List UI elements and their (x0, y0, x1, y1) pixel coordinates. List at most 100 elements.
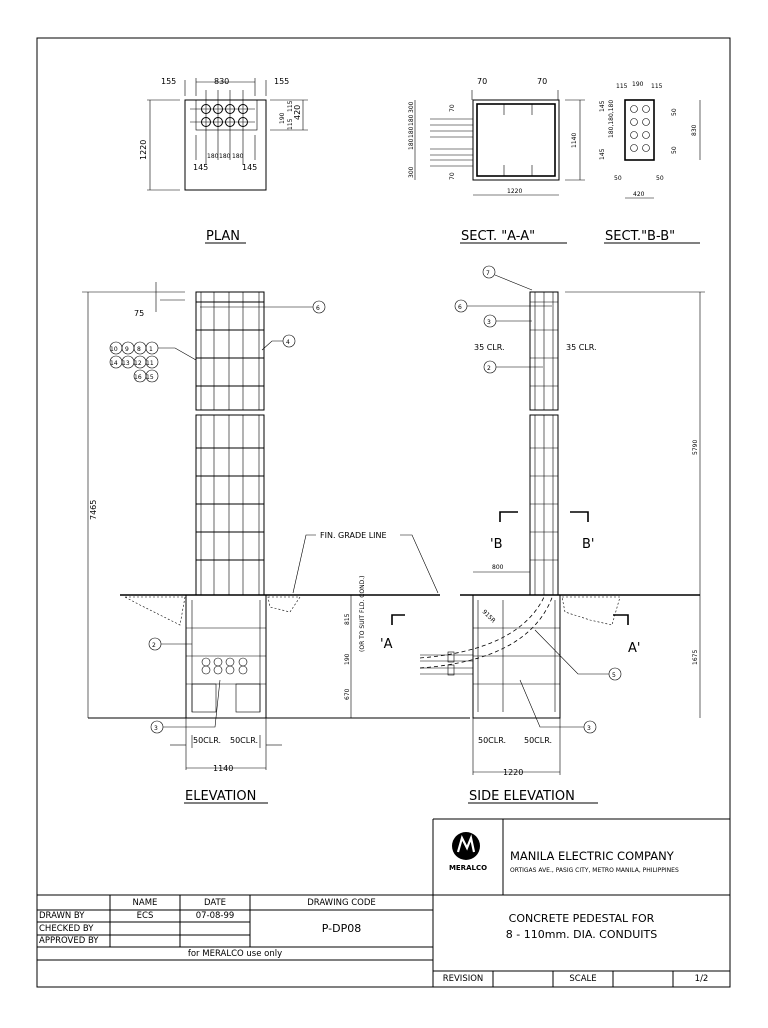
bar-marks: 10 9 8 1 14 13 12 11 16 15 (109, 341, 197, 383)
company-name: MANILA ELECTRIC COMPANY (510, 849, 674, 863)
dim-elev-total: 7465 (89, 500, 98, 520)
section-a-right-marker: A' (628, 641, 640, 656)
footer-note: for MERALCO use only (187, 948, 283, 959)
section-b-left-marker: 'B (490, 537, 503, 552)
title-block-grid (37, 818, 730, 987)
dim-plan-height: 420 (293, 105, 302, 120)
drawing-code: P-DP08 (321, 922, 362, 935)
dim-elev-top: 75 (134, 309, 144, 318)
section-b-right-marker: B' (582, 537, 595, 552)
dim-side-width: 1220 (503, 768, 523, 777)
dim-bb-height: 830 (691, 124, 698, 136)
dim-plan-sp1: 180 (207, 153, 219, 160)
dim-aa-cover-l: 70 (477, 77, 487, 86)
drawing-title-line2: 8 - 110mm. DIA. CONDUITS (505, 927, 658, 941)
section-aa-view: 70 70 300 180 180 180 300 70 70 1140 122… (408, 77, 585, 244)
callout-4: 4 (286, 339, 290, 346)
dim-side-depth-upper: 815 (344, 613, 351, 625)
dim-side-clr-br: 50CLR. (524, 736, 552, 745)
callout-2: 2 (152, 642, 156, 649)
dim-bb-left: 115 (616, 83, 628, 90)
side-elevation-view: 'B B' 'A A' 800 915R 815 (OR TO SUIT FLD… (344, 265, 705, 804)
callout-3b: 3 (587, 725, 591, 732)
sheet-border (36, 37, 731, 988)
dim-plan-mid: 190 (279, 112, 286, 124)
checked-by-name (110, 922, 180, 935)
dim-side-below: 1675 (692, 650, 699, 665)
plan-view: 155 830 155 1220 420 190 115 115 180 180… (139, 77, 308, 244)
dim-bb-spacings: 180,180,180 (608, 100, 615, 138)
dim-plan-depth: 1220 (139, 140, 148, 160)
dim-elev-clr-l: 50CLR. (193, 736, 221, 745)
dim-side-note: (OR TO SUIT FLD. COND.) (359, 576, 366, 652)
dim-plan-bot: 115 (287, 118, 294, 130)
callout-3: 3 (154, 725, 158, 732)
dim-aa-cov-top: 70 (449, 104, 456, 112)
sheet-number: 1/2 (694, 974, 709, 984)
dim-bb-width: 420 (633, 191, 645, 198)
dim-aa-sp3: 180 (408, 114, 415, 126)
dim-aa-bottom: 300 (408, 166, 415, 178)
dim-aa-cover-r: 70 (537, 77, 547, 86)
dim-bb-right: 115 (651, 83, 663, 90)
dim-side-gap: 190 (344, 653, 351, 665)
dim-bb-side-l: 50 (614, 175, 622, 182)
dim-side-bend: 915R (481, 608, 497, 624)
elevation-view: 7465 75 10 9 8 1 14 13 12 11 16 15 6 4 (82, 282, 470, 804)
grade-line-label: FIN. GRADE LINE (320, 531, 387, 540)
bar-mark: 8 (137, 346, 141, 353)
elevation-title: ELEVATION (185, 789, 256, 804)
dim-plan-width: 830 (214, 77, 229, 86)
dim-side-above: 5790 (692, 440, 699, 455)
sect-aa-title: SECT. "A-A" (461, 229, 535, 244)
scale-label: SCALE (569, 974, 597, 984)
dim-bb-cov-bot: 50 (671, 146, 678, 154)
bar-mark: 9 (125, 346, 129, 353)
dim-aa-top: 300 (408, 101, 415, 113)
dim-aa-width: 1220 (507, 188, 522, 195)
dim-aa-sp2: 180 (408, 126, 415, 138)
drawing-title-line1: CONCRETE PEDESTAL FOR (508, 911, 655, 925)
callout-6: 6 (316, 305, 320, 312)
dim-aa-cov-bot: 70 (449, 172, 456, 180)
side-elevation-title: SIDE ELEVATION (469, 789, 575, 804)
dim-side-offset: 800 (492, 564, 504, 571)
dim-aa-sp1: 180 (408, 138, 415, 150)
dim-plan-sp2: 180 (219, 153, 231, 160)
section-a-left-marker: 'A (380, 637, 393, 652)
dim-plan-edge-l: 145 (193, 163, 208, 172)
bar-mark: 12 (134, 360, 142, 367)
dim-side-clr-r: 35 CLR. (566, 343, 597, 352)
bar-mark: 1 (149, 346, 153, 353)
approved-by-label: APPROVED BY (39, 936, 99, 946)
drawn-by-label: DRAWN BY (39, 911, 85, 921)
dim-elev-width: 1140 (213, 764, 233, 773)
plan-title: PLAN (206, 229, 240, 244)
callout-6: 6 (458, 304, 462, 311)
drawn-by-date: 07-08-99 (195, 911, 235, 921)
bar-mark: 10 (110, 346, 118, 353)
callout-3: 3 (487, 319, 491, 326)
checked-by-label: CHECKED BY (39, 923, 94, 934)
header-name: NAME (132, 898, 158, 908)
meralco-logo-icon (452, 832, 480, 860)
dim-side-depth-lower: 670 (344, 688, 351, 700)
dim-plan-edge-r: 145 (242, 163, 257, 172)
section-bb-view: 115 190 115 145 180,180,180 145 50 50 83… (599, 81, 701, 244)
sect-bb-title: SECT."B-B" (605, 229, 675, 244)
checked-by-date (180, 922, 250, 935)
dim-elev-clr-r: 50CLR. (230, 736, 258, 745)
bar-mark: 14 (110, 360, 118, 367)
revision-label: REVISION (442, 974, 484, 984)
scale-value (613, 972, 673, 986)
callout-7: 7 (486, 270, 490, 277)
company-address: ORTIGAS AVE., PASIG CITY, METRO MANILA, … (510, 866, 679, 874)
approved-by-date (180, 935, 250, 947)
dim-plan-right: 155 (274, 77, 289, 86)
dim-plan-left: 155 (161, 77, 176, 86)
callout-2: 2 (487, 365, 491, 372)
dim-side-clr-bl: 50CLR. (478, 736, 506, 745)
revision-value (493, 972, 553, 986)
